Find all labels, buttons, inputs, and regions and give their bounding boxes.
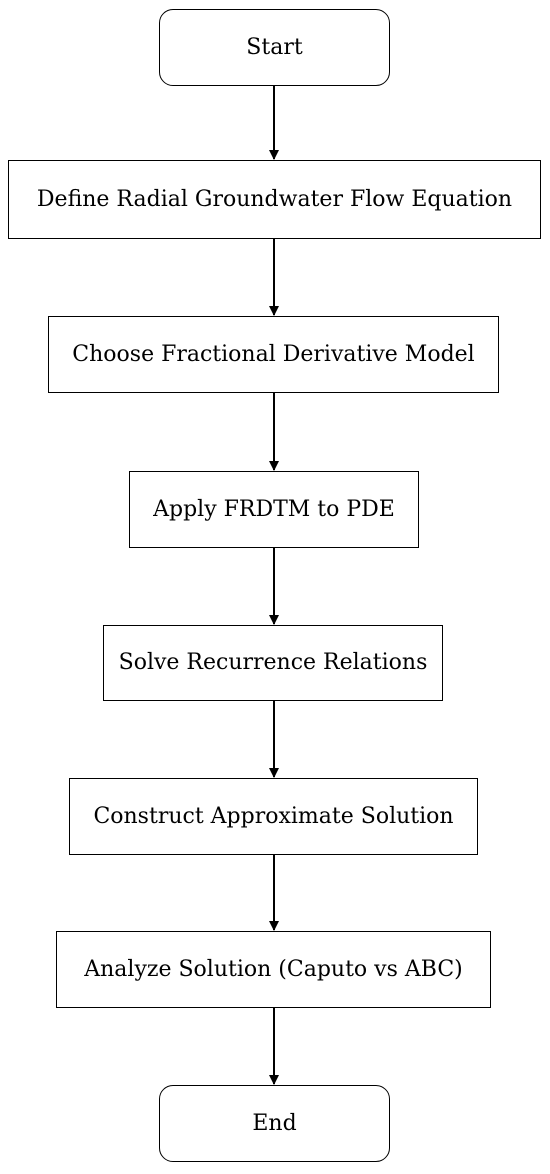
step-solve-recurrence: Solve Recurrence Relations <box>103 625 443 701</box>
step-construct-solution-label: Construct Approximate Solution <box>93 803 454 829</box>
step-define-equation: Define Radial Groundwater Flow Equation <box>8 160 541 239</box>
step-choose-model-label: Choose Fractional Derivative Model <box>72 341 475 367</box>
step-apply-frdtm-label: Apply FRDTM to PDE <box>153 496 395 522</box>
end-node: End <box>159 1085 390 1162</box>
step-apply-frdtm: Apply FRDTM to PDE <box>129 471 419 548</box>
step-solve-recurrence-label: Solve Recurrence Relations <box>118 650 428 675</box>
step-analyze-solution: Analyze Solution (Caputo vs ABC) <box>56 931 491 1008</box>
step-choose-model: Choose Fractional Derivative Model <box>48 316 499 393</box>
step-construct-solution: Construct Approximate Solution <box>69 778 478 855</box>
start-node: Start <box>159 9 390 86</box>
start-node-label: Start <box>246 34 303 60</box>
step-analyze-solution-label: Analyze Solution (Caputo vs ABC) <box>84 956 463 982</box>
end-node-label: End <box>252 1110 297 1136</box>
step-define-equation-label: Define Radial Groundwater Flow Equation <box>36 186 513 212</box>
